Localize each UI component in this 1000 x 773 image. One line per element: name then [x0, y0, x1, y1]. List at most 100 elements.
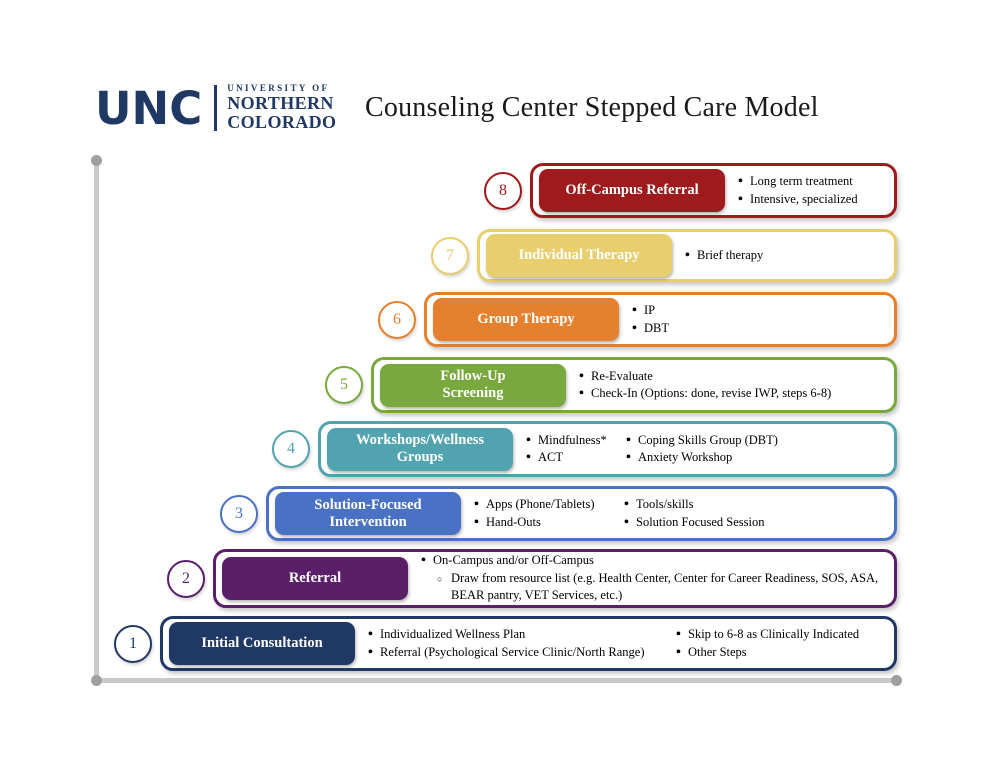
page-title: Counseling Center Stepped Care Model: [365, 92, 819, 123]
sub-bullet-item: Draw from resource list (e.g. Health Cen…: [436, 570, 892, 605]
bullet-item: Mindfulness*: [525, 431, 625, 450]
step-bullets: Long term treatment Intensive, specializ…: [737, 172, 858, 209]
step-pill: Solution-Focused Intervention: [275, 492, 461, 535]
step-label: Initial Consultation: [201, 635, 323, 652]
step-label: Follow-Up Screening: [440, 368, 506, 401]
step-label: Solution-Focused Intervention: [314, 496, 422, 530]
axis-endpoint-dot: [891, 675, 902, 686]
bullet-text: Other Steps: [688, 644, 747, 659]
logo-colorado: COLORADO: [227, 112, 337, 133]
bullet-item: ACT: [525, 448, 625, 467]
bullet-item: Re-Evaluate: [578, 367, 831, 386]
step-number: 4: [287, 440, 295, 457]
step-label: Group Therapy: [477, 311, 575, 328]
step-bullets: Mindfulness* ACT Coping Skills Group (DB…: [525, 431, 778, 468]
bullet-text: Hand-Outs: [486, 514, 541, 529]
step-label: Referral: [288, 570, 342, 587]
step-box: Initial Consultation Individualized Well…: [160, 616, 897, 671]
bullet-column: Tools/skills Solution Focused Session: [623, 495, 765, 532]
step-number-badge: 3: [220, 494, 258, 533]
bullet-column: Skip to 6-8 as Clinically Indicated Othe…: [675, 625, 860, 662]
step-number: 6: [393, 310, 401, 328]
bullet-column: Apps (Phone/Tablets) Hand-Outs: [473, 495, 623, 532]
bullet-item: Long term treatment: [737, 172, 858, 191]
step-number: 7: [446, 246, 454, 264]
step-bullets: Brief therapy: [684, 246, 764, 265]
step-bullets: Individualized Wellness Plan Referral (P…: [367, 625, 860, 662]
step-label: Individual Therapy: [518, 247, 640, 264]
bullet-text: Individualized Wellness Plan: [380, 627, 526, 641]
bullet-text: Intensive, specialized: [750, 191, 858, 206]
logo-divider: [214, 85, 218, 132]
step-box: Referral On-Campus and/or Off-Campus Dra…: [213, 549, 897, 608]
step-number-badge: 1: [114, 624, 152, 663]
bullet-text: ACT: [538, 450, 563, 464]
bullet-text: Brief therapy: [697, 247, 764, 262]
step-row-3: 3 Solution-Focused Intervention Apps (Ph…: [220, 486, 897, 541]
bullet-text: DBT: [644, 320, 669, 335]
bullet-column: Mindfulness* ACT: [525, 431, 625, 468]
step-number: 8: [499, 181, 507, 199]
bullet-item: On-Campus and/or Off-Campus: [420, 551, 892, 570]
step-number-badge: 4: [272, 430, 310, 468]
bullet-text: Coping Skills Group (DBT): [638, 432, 778, 447]
logo-northern: NORTHERN: [227, 92, 334, 113]
bullet-item: Hand-Outs: [473, 513, 623, 532]
bullet-text: On-Campus and/or Off-Campus: [433, 553, 594, 568]
step-row-6: 6 Group Therapy IP DBT: [378, 292, 897, 347]
bullet-item: Individualized Wellness Plan: [367, 625, 675, 644]
axis-endpoint-dot: [91, 675, 102, 686]
bullet-item: Other Steps: [675, 643, 859, 662]
step-box: Individual Therapy Brief therapy: [477, 229, 897, 282]
step-row-7: 7 Individual Therapy Brief therapy: [431, 229, 897, 282]
bullet-text: Draw from resource list (e.g. Health Cen…: [451, 570, 879, 603]
step-label: Workshops/Wellness Groups: [355, 432, 485, 465]
bullet-column: Coping Skills Group (DBT) Anxiety Worksh…: [625, 431, 778, 468]
step-pill: Individual Therapy: [486, 234, 672, 277]
step-number-badge: 8: [484, 171, 522, 210]
bullet-column: IP DBT: [631, 301, 669, 338]
step-pill: Off-Campus Referral: [539, 169, 725, 212]
step-number-badge: 5: [325, 366, 363, 404]
unc-logo: UNC UNIVERSITY OF NORTHERN COLORADO: [95, 81, 337, 135]
bullet-text: Anxiety Workshop: [638, 450, 733, 464]
step-box: Solution-Focused Intervention Apps (Phon…: [266, 486, 897, 541]
step-box: Workshops/Wellness Groups Mindfulness* A…: [318, 421, 897, 477]
bullet-item: Coping Skills Group (DBT): [625, 431, 778, 450]
bullet-column: Individualized Wellness Plan Referral (P…: [367, 625, 675, 662]
bullet-column: Long term treatment Intensive, specializ…: [737, 172, 858, 209]
bullet-text: Skip to 6-8 as Clinically Indicated: [688, 627, 860, 641]
bullet-text: Mindfulness*: [538, 432, 607, 447]
step-row-2: 2 Referral On-Campus and/or Off-Campus D…: [167, 549, 897, 608]
bullet-item: Solution Focused Session: [623, 513, 765, 532]
bullet-text: Solution Focused Session: [636, 514, 765, 529]
y-axis-line: [94, 158, 99, 683]
step-bullets: IP DBT: [631, 301, 669, 338]
bullet-text: IP: [644, 303, 656, 317]
unc-logo-acronym: UNC: [95, 81, 203, 135]
bullet-item: DBT: [631, 319, 669, 338]
bullet-item: Check-In (Options: done, revise IWP, ste…: [578, 384, 831, 403]
bullet-column: Brief therapy: [684, 246, 764, 265]
step-number-badge: 2: [167, 559, 205, 598]
bullet-text: Tools/skills: [636, 497, 694, 511]
step-box: Group Therapy IP DBT: [424, 292, 897, 347]
bullet-item: Anxiety Workshop: [625, 448, 778, 467]
step-number: 2: [182, 569, 190, 587]
step-number: 1: [129, 634, 137, 652]
bullet-text: Referral (Psychological Service Clinic/N…: [380, 644, 645, 659]
bullet-column: Re-Evaluate Check-In (Options: done, rev…: [578, 367, 831, 404]
bullet-item: Intensive, specialized: [737, 190, 858, 209]
step-row-1: 1 Initial Consultation Individualized We…: [114, 616, 897, 671]
step-row-5: 5 Follow-Up Screening Re-Evaluate Check-…: [325, 357, 897, 413]
step-row-8: 8 Off-Campus Referral Long term treatmen…: [484, 163, 897, 218]
bullet-item: Tools/skills: [623, 495, 765, 514]
step-bullets: Re-Evaluate Check-In (Options: done, rev…: [578, 367, 831, 404]
step-pill: Referral: [222, 557, 408, 600]
logo-university-of: UNIVERSITY OF: [227, 83, 330, 93]
bullet-text: Long term treatment: [750, 174, 853, 188]
bullet-item: Skip to 6-8 as Clinically Indicated: [675, 625, 860, 644]
step-number-badge: 7: [431, 236, 469, 275]
bullet-column: On-Campus and/or Off-Campus Draw from re…: [420, 551, 892, 605]
